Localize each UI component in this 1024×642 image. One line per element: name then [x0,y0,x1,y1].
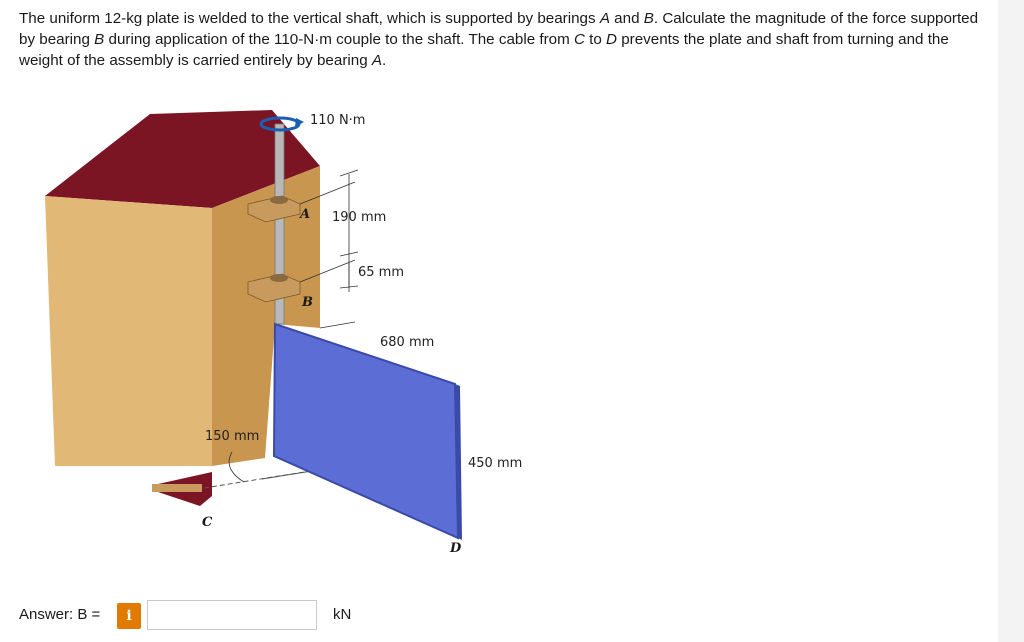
plate [272,322,460,540]
question-text-segment: during application of the 110-N·m couple… [104,31,574,48]
label-c: C [202,515,213,530]
dim-ab-label: 190 mm [332,210,386,225]
couple-arrow [259,116,304,132]
couple-label: 110 N·m [310,113,365,128]
wall-front-face [45,196,212,466]
question-point-letter: A [371,52,382,69]
question-point-letter: C [573,31,585,48]
unit-label: kN [333,606,352,623]
plate-height-label: 450 mm [468,456,522,471]
answer-input[interactable] [147,600,317,630]
problem-figure: 110 N·m 190 mm 65 mm 680 mm 450 mm 150 m… [0,96,560,566]
wall-top-face [45,110,320,208]
question-text: The uniform 12-kg plate is welded to the… [19,8,989,71]
question-text-segment: . Calculate the magnitude of the force s… [19,10,979,48]
bracket-c-pin [152,484,202,492]
question-point-letter: B [94,31,105,48]
bearing-a [247,195,301,223]
dim-c-label: 150 mm [205,429,259,444]
question-point-letter: B [643,10,654,27]
plate-width-label: 680 mm [380,335,434,350]
question-text-segment: prevents the plate and shaft from turnin… [19,31,949,69]
dimension-lines [228,169,359,483]
page-gutter [998,0,1024,642]
figure-svg: 110 N·m 190 mm 65 mm 680 mm 450 mm 150 m… [45,110,522,556]
info-icon[interactable]: i [117,603,141,629]
question-point-letter: A [599,10,610,27]
wall-side-face [212,166,320,466]
shaft [274,123,285,325]
plate-edge [455,384,462,540]
answer-label: Answer: B = [19,606,101,623]
question-text-segment: . [382,52,387,69]
label-d: D [449,541,462,556]
label-a: A [298,207,310,222]
question-text-segment: and [609,10,644,27]
dim-b-plate-label: 65 mm [358,265,404,280]
question-point-letter: D [606,31,618,48]
bearing-b [247,273,301,303]
question-text-segment: The uniform 12-kg plate is welded to the… [19,10,600,27]
question-text-segment: to [584,31,607,48]
label-b: B [301,295,313,310]
